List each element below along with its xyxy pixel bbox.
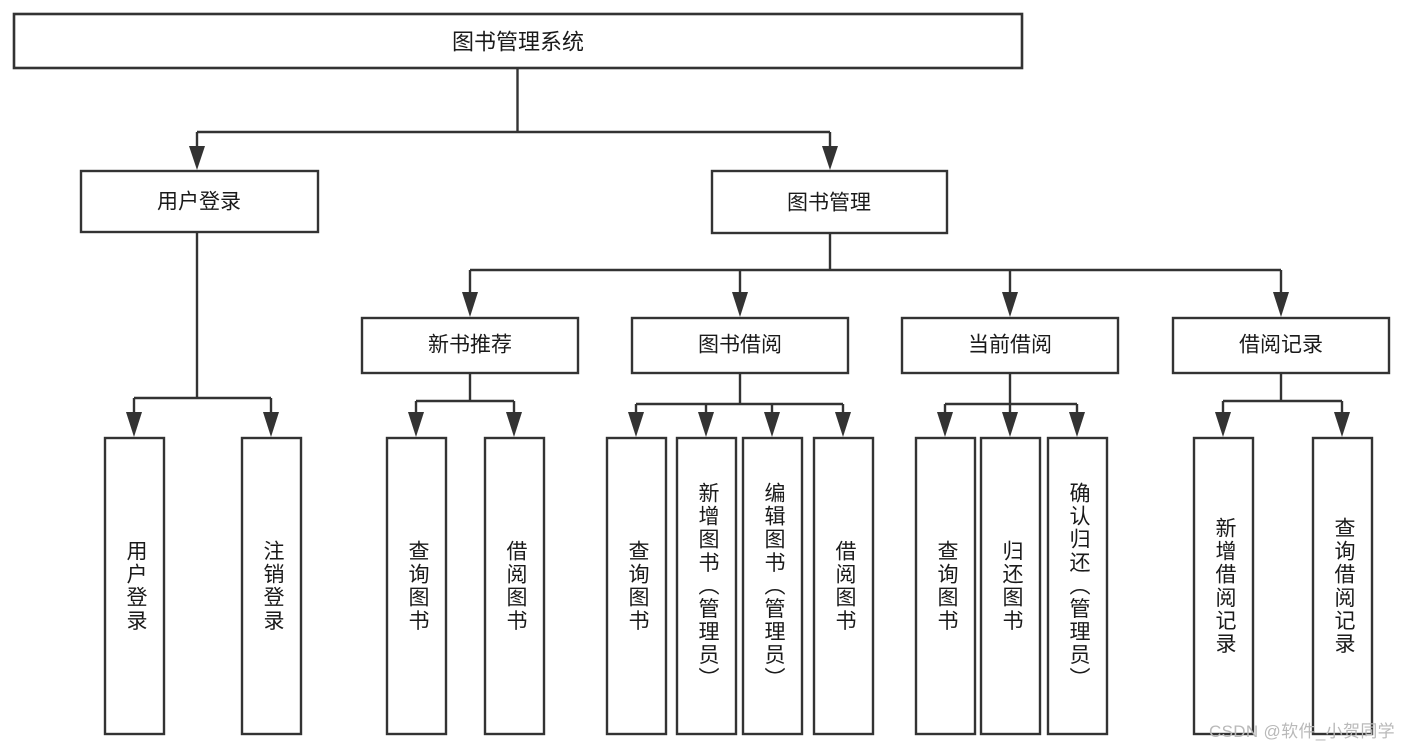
arrow-head-bookborrow-l2 <box>698 412 714 437</box>
connector-group-currentborrow <box>937 373 1085 437</box>
node-current-borrow-label: 当前借阅 <box>968 334 1052 357</box>
arrow-head-currentborrow-l2 <box>1002 412 1018 437</box>
connector-group-root <box>189 68 838 170</box>
leaf-box-book-borrow-2[interactable] <box>741 436 804 736</box>
arrow-head-bookborrow-l3 <box>764 412 780 437</box>
leaf-box-book-borrow-3[interactable] <box>812 436 875 736</box>
arrow-head-bookborrow <box>732 292 748 317</box>
arrow-head-currentborrow <box>1002 292 1018 317</box>
arrow-head-newbook <box>462 292 478 317</box>
leaf-box-borrow-record-0[interactable] <box>1192 436 1255 736</box>
leaf-box-book-borrow-0[interactable] <box>605 436 668 736</box>
leaf-box-book-borrow-1[interactable] <box>675 436 738 736</box>
node-borrow-record[interactable]: 借阅记录 <box>1171 316 1391 375</box>
node-new-book-recommend-label: 新书推荐 <box>428 334 512 357</box>
connector-group-newbook <box>408 373 522 437</box>
node-root-system[interactable]: 图书管理系统 <box>12 12 1024 70</box>
leaf-box-user-login-1[interactable] <box>240 436 303 736</box>
node-book-borrow[interactable]: 图书借阅 <box>630 316 850 375</box>
arrow-head-userlogin-leaf2 <box>263 412 279 437</box>
node-user-login-label: 用户登录 <box>157 191 241 214</box>
leaf-box-current-borrow-1[interactable] <box>979 436 1042 736</box>
leaf-box-current-borrow-0[interactable] <box>914 436 977 736</box>
leaf-group-borrow-record <box>1192 436 1374 736</box>
leaf-group-current-borrow <box>914 436 1109 736</box>
node-new-book-recommend[interactable]: 新书推荐 <box>360 316 580 375</box>
node-new-book-recommend-box[interactable] <box>360 316 580 375</box>
connector-group-bookborrow <box>628 373 851 437</box>
connector-group-bookmgmt <box>462 233 1289 317</box>
arrow-head-borrowrecord <box>1273 292 1289 317</box>
arrow-head-bookmgmt <box>822 146 838 170</box>
arrow-head-borrowrecord-l1 <box>1215 412 1231 437</box>
arrow-head-newbook-l2 <box>506 412 522 437</box>
arrow-head-borrowrecord-l2 <box>1334 412 1350 437</box>
node-current-borrow-box[interactable] <box>900 316 1120 375</box>
leaf-group-new-book-recommend <box>385 436 546 736</box>
node-borrow-record-box[interactable] <box>1171 316 1391 375</box>
node-book-borrow-box[interactable] <box>630 316 850 375</box>
arrow-head-currentborrow-l1 <box>937 412 953 437</box>
leaf-group-user-login <box>103 436 303 736</box>
connector-group-userlogin <box>126 232 279 437</box>
leaf-box-borrow-record-1[interactable] <box>1311 436 1374 736</box>
node-root-system-box[interactable] <box>12 12 1024 70</box>
arrow-head-bookborrow-l4 <box>835 412 851 437</box>
node-user-login-box[interactable] <box>79 169 320 234</box>
connector-group-borrowrecord <box>1215 373 1350 437</box>
leaf-box-new-book-0[interactable] <box>385 436 448 736</box>
node-borrow-record-label: 借阅记录 <box>1239 334 1323 357</box>
arrow-head-newbook-l1 <box>408 412 424 437</box>
node-book-management-box[interactable] <box>710 169 949 235</box>
node-book-management-label: 图书管理 <box>787 192 871 215</box>
leaf-box-new-book-1[interactable] <box>483 436 546 736</box>
node-book-management[interactable]: 图书管理 <box>710 169 949 235</box>
leaf-box-current-borrow-2[interactable] <box>1046 436 1109 736</box>
node-root-system-label: 图书管理系统 <box>452 30 584 55</box>
csdn-watermark: CSDN @软件_小贺同学 <box>1208 722 1395 741</box>
arrow-head-currentborrow-l3 <box>1069 412 1085 437</box>
node-book-borrow-label: 图书借阅 <box>698 334 782 357</box>
arrow-head-userlogin <box>189 146 205 170</box>
arrow-head-userlogin-leaf1 <box>126 412 142 437</box>
leaf-group-book-borrow <box>605 436 875 736</box>
node-current-borrow[interactable]: 当前借阅 <box>900 316 1120 375</box>
leaf-box-user-login-0[interactable] <box>103 436 166 736</box>
arrow-head-bookborrow-l1 <box>628 412 644 437</box>
node-user-login[interactable]: 用户登录 <box>79 169 320 234</box>
